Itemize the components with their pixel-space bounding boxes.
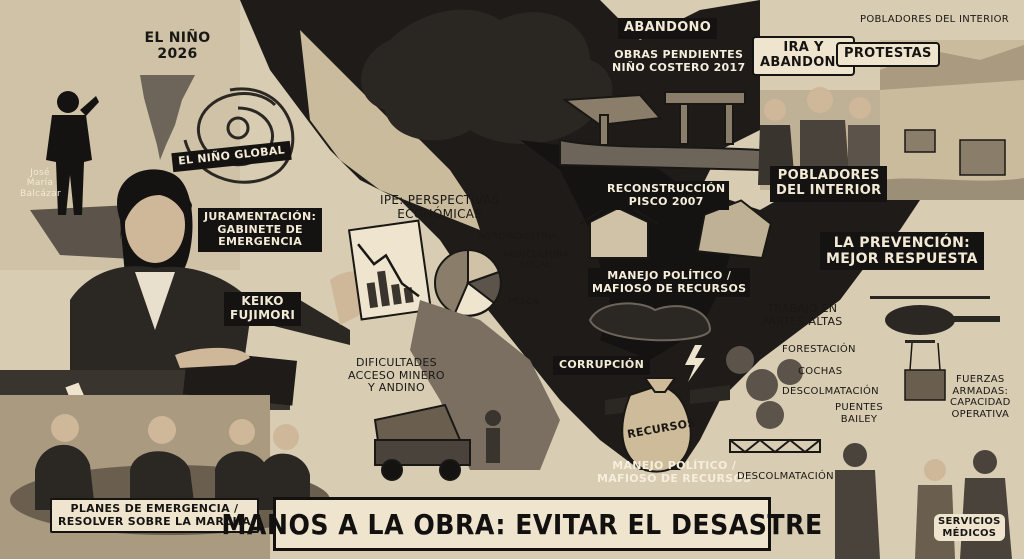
storm-cloud <box>361 9 613 144</box>
label-forestacion: FORESTACIÓN <box>782 344 856 355</box>
label-planes: PLANES DE EMERGENCIA / RESOLVER SOBRE LA… <box>50 498 259 534</box>
soldiers <box>835 443 1012 559</box>
label-puentes: PUENTES BAILEY <box>835 402 884 425</box>
worker <box>485 410 501 463</box>
label-servicios: SERVICIOS MÉDICOS <box>934 514 1005 541</box>
ipe-chart-paper <box>347 219 433 321</box>
label-protestas: PROTESTAS <box>836 42 940 67</box>
dark-cloud-center <box>588 302 712 342</box>
damaged-houses <box>579 198 772 260</box>
helicopter <box>870 296 1000 401</box>
forest <box>726 346 803 429</box>
label-keiko: KEIKO FUJIMORI <box>224 292 302 326</box>
hand-on-bible <box>175 347 250 368</box>
cabinet-members <box>35 414 310 510</box>
label-cochas: COCHAS <box>798 366 843 377</box>
bailey-bridge <box>729 438 821 454</box>
label-manejo-2: MANEJO POLÍTICO / MAFIOSO DE RECURSOS <box>597 459 752 485</box>
dump-truck <box>373 403 471 481</box>
label-descolmatacion-2: DESCOLMATACIÓN <box>737 471 834 482</box>
landslide <box>410 300 560 470</box>
label-juramentacion: JURAMENTACIÓN: GABINETE DE EMERGENCIA <box>198 208 323 252</box>
label-descolmatacion-1: DESCOLMATACIÓN <box>782 386 879 397</box>
label-abandono: ABANDONO <box>618 18 718 39</box>
lightning-icon <box>685 345 705 382</box>
label-agroindustria: AGROINDUSTRIA <box>478 232 558 242</box>
label-trabajo: TRABAJO EN PARTES ALTAS <box>762 302 843 328</box>
label-ipe: IPE: PERSPECTIVAS ECONÓMICAS <box>380 193 500 221</box>
label-jose-maria: José María Balcázar <box>20 168 61 199</box>
main-title-banner: MANOS A LA OBRA: EVITAR EL DESASTRE <box>221 497 822 551</box>
label-pobladores-top: POBLADORES DEL INTERIOR <box>860 14 1010 25</box>
label-manejo-1: MANEJO POLÍTICO / MAFIOSO DE RECURSOS <box>588 268 751 298</box>
label-agricultura: AGRICULTURA LOCAL <box>503 250 569 271</box>
label-fuerzas: FUERZAS ARMADAS: CAPACIDAD OPERATIVA <box>950 374 1011 420</box>
flooded-village <box>880 40 1024 200</box>
label-prevencion: LA PREVENCIÓN: MEJOR RESPUESTA <box>820 232 984 271</box>
money-bag <box>605 377 730 473</box>
label-pesca: PESCA <box>508 297 539 307</box>
label-corrupcion: CORRUPCIÓN <box>553 356 651 375</box>
label-reconstruccion: RECONSTRUCCIÓN PISCO 2007 <box>603 181 730 211</box>
label-pobladores: POBLADORES DEL INTERIOR <box>770 166 888 202</box>
ipe-pie-chart <box>434 248 502 317</box>
label-nino-2026: EL NIÑO 2026 <box>144 30 211 63</box>
label-dificultades: DIFICULTADES ACCESO MINERO Y ANDINO <box>348 356 445 395</box>
tornado <box>140 75 195 160</box>
keiko-figure <box>70 169 380 390</box>
map-coast-light <box>300 30 480 230</box>
label-obras: OBRAS PENDIENTES NIÑO COSTERO 2017 <box>608 47 750 77</box>
man-silhouette <box>46 91 99 215</box>
